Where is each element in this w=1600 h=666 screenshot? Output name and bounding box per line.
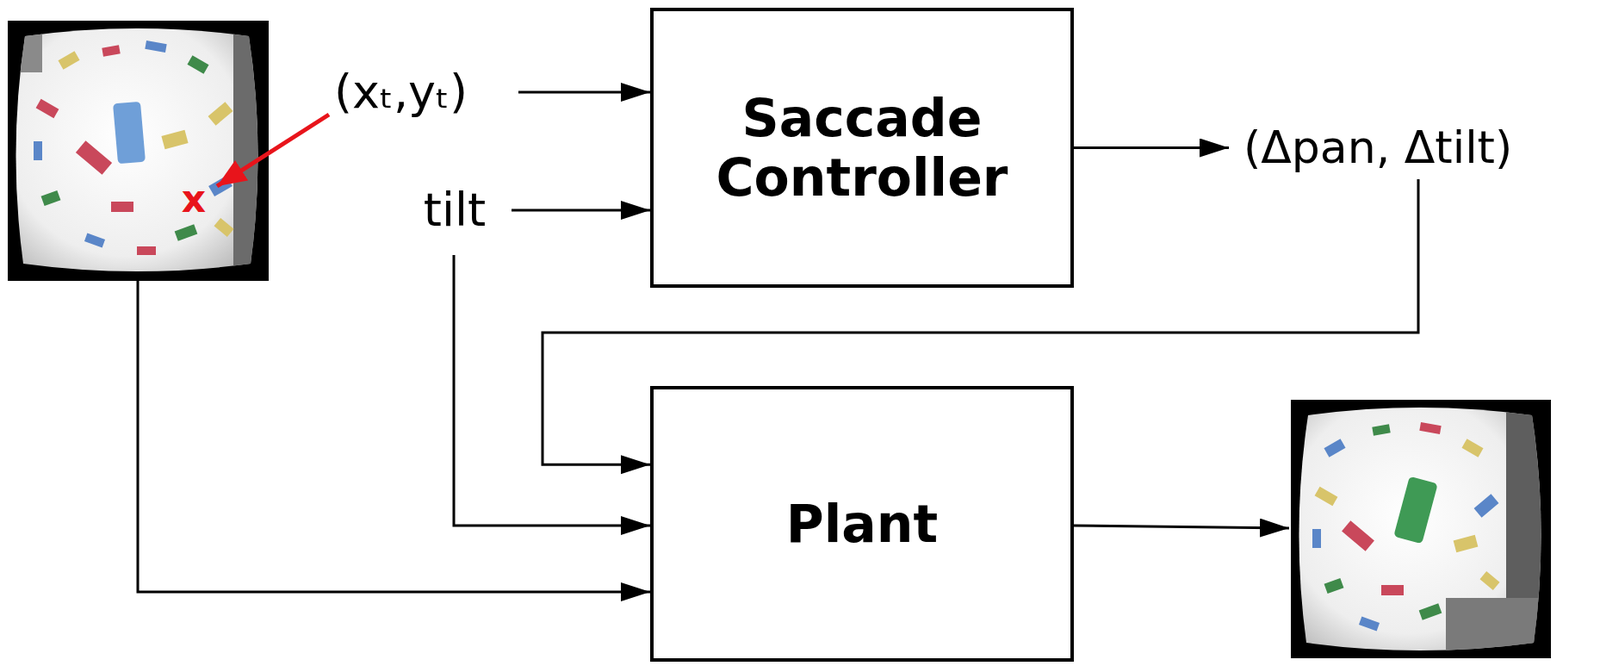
image-frame (1290, 399, 1551, 658)
block (1479, 570, 1500, 590)
camera-image (7, 20, 269, 281)
block (144, 40, 167, 53)
signal-arrow (1073, 525, 1290, 528)
process-box: Plant (650, 385, 1074, 662)
pointer-arrow (217, 114, 329, 187)
signal-arrow (453, 254, 651, 526)
signal-arrow (511, 209, 651, 212)
block (1453, 534, 1479, 552)
target-mark: x (181, 178, 206, 220)
block (36, 99, 60, 118)
block (174, 223, 199, 241)
floor (7, 20, 269, 281)
block (161, 130, 188, 150)
camera-image (1290, 399, 1551, 658)
block (213, 217, 234, 237)
image-frame (7, 20, 269, 281)
block (84, 233, 106, 249)
floor (1290, 399, 1551, 658)
connector-line (1073, 146, 1229, 149)
block (1461, 438, 1483, 457)
signal-arrow (518, 91, 651, 94)
block (1323, 438, 1346, 457)
block (111, 201, 134, 212)
block (1419, 602, 1443, 620)
block (1393, 476, 1438, 544)
signal-name: tilt (423, 184, 486, 236)
block (1474, 493, 1500, 517)
block (208, 101, 234, 125)
equipment (1445, 597, 1551, 658)
signal-name: (Δpan, Δtilt) (1240, 123, 1515, 173)
block (33, 141, 43, 161)
block (41, 190, 62, 206)
signal-arrow (137, 280, 651, 592)
block (57, 50, 80, 69)
block (1314, 486, 1339, 506)
block (101, 44, 120, 56)
block (1371, 423, 1390, 435)
block (136, 246, 156, 255)
block (186, 55, 209, 74)
block (1312, 528, 1321, 548)
block (1419, 421, 1441, 435)
block (1341, 520, 1375, 551)
process-box: Saccade Controller (650, 7, 1074, 288)
equipment (7, 20, 43, 73)
block (1381, 584, 1404, 596)
block (1358, 616, 1380, 632)
node-label: Saccade Controller (667, 88, 1057, 208)
block (1324, 577, 1345, 594)
signal-name: (xₜ,yₜ) (334, 66, 468, 118)
block (112, 101, 146, 165)
fisheye-view (7, 20, 269, 281)
node-label: Plant (786, 494, 938, 554)
equipment (233, 20, 269, 281)
fisheye-view (1290, 399, 1551, 658)
block (75, 140, 112, 175)
